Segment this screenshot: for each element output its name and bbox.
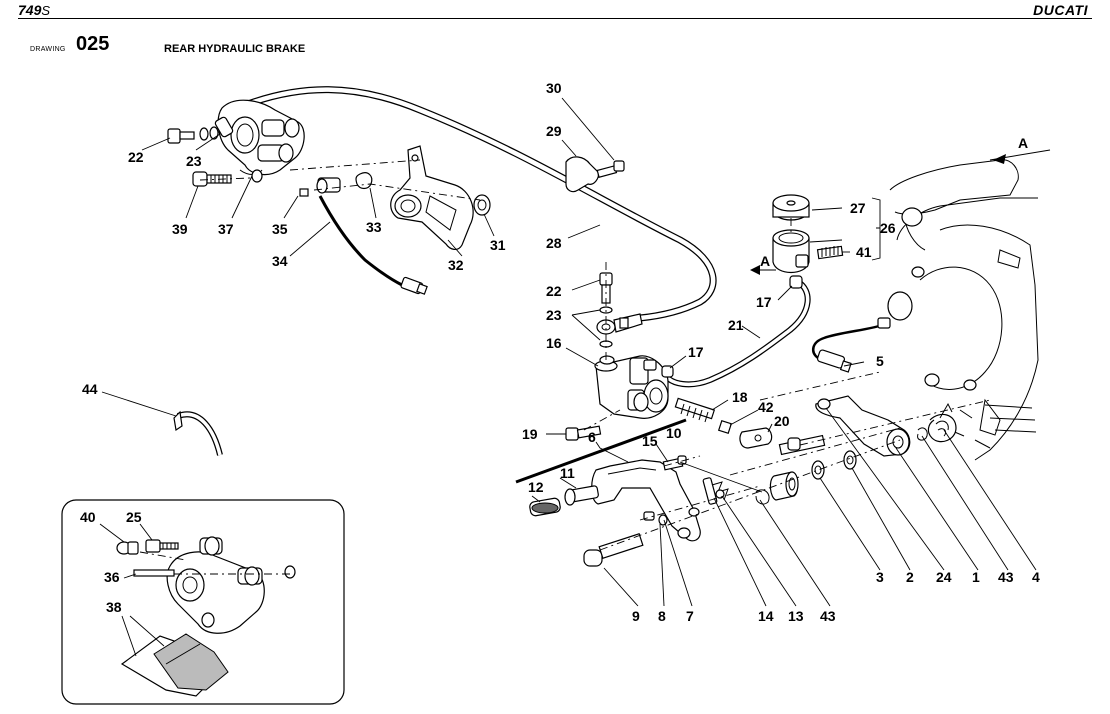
callout-36: 36 xyxy=(104,569,120,585)
master-cylinder xyxy=(594,355,669,419)
callout-29: 29 xyxy=(546,123,562,139)
callout-33: 33 xyxy=(366,219,382,235)
fluid-reservoir xyxy=(772,194,844,274)
callout-43-right: 43 xyxy=(998,569,1014,585)
brand-name: DUCATI xyxy=(1033,2,1088,18)
callout-17-upper: 17 xyxy=(756,294,772,310)
callout-32: 32 xyxy=(448,257,464,273)
view-label-a: A xyxy=(760,253,770,269)
callout-38: 38 xyxy=(106,599,122,615)
callout-19: 19 xyxy=(522,426,538,442)
callout-5: 5 xyxy=(876,353,884,369)
drawing-title: REAR HYDRAULIC BRAKE xyxy=(164,43,306,55)
detail-box xyxy=(61,499,345,705)
center-lines xyxy=(199,159,991,551)
speed-sensor xyxy=(299,177,428,295)
callout-13: 13 xyxy=(788,608,804,624)
callout-41: 41 xyxy=(856,244,872,260)
callout-17-lower: 17 xyxy=(688,344,704,360)
drawing-number: 025 xyxy=(76,33,110,55)
pedal-bracket xyxy=(778,395,957,457)
callout-40: 40 xyxy=(80,509,96,525)
callout-16: 16 xyxy=(546,335,562,351)
callout-1: 1 xyxy=(972,569,980,585)
callout-9: 9 xyxy=(632,608,640,624)
header-rule xyxy=(18,18,1092,19)
callout-21: 21 xyxy=(728,317,744,333)
callout-15: 15 xyxy=(642,433,658,449)
callout-39: 39 xyxy=(172,221,188,237)
model-name: 749S xyxy=(18,2,51,18)
callout-14: 14 xyxy=(758,608,774,624)
callout-27: 27 xyxy=(850,200,866,216)
callout-31: 31 xyxy=(490,237,506,253)
callout-8: 8 xyxy=(658,608,666,624)
drawing-label: DRAWING xyxy=(30,46,66,53)
callout-23-mid: 23 xyxy=(546,307,562,323)
reference-line xyxy=(515,418,687,484)
footpeg xyxy=(529,485,599,517)
callout-35: 35 xyxy=(272,221,288,237)
leader-lines xyxy=(99,97,1037,657)
return-spring xyxy=(702,477,729,505)
callout-12: 12 xyxy=(528,479,544,495)
callout-10: 10 xyxy=(666,425,682,441)
callout-44: 44 xyxy=(82,381,98,397)
callout-3: 3 xyxy=(876,569,884,585)
callout-42: 42 xyxy=(758,399,774,415)
pivot-bolt-small xyxy=(643,511,668,526)
callout-22-top: 22 xyxy=(128,149,144,165)
callout-11: 11 xyxy=(560,465,575,481)
callout-2: 2 xyxy=(906,569,914,585)
callout-37: 37 xyxy=(218,221,234,237)
cable-clip xyxy=(355,172,373,190)
callout-43-lower: 43 xyxy=(820,608,836,624)
callout-26: 26 xyxy=(880,220,896,236)
washer xyxy=(473,194,491,216)
pivot-bushing xyxy=(755,471,799,505)
callout-4: 4 xyxy=(1032,569,1040,585)
pivot-washers xyxy=(811,450,857,480)
callout-6: 6 xyxy=(588,429,596,445)
callout-24: 24 xyxy=(936,569,952,585)
view-label-a-top: A xyxy=(1018,135,1028,151)
hose-clip-2 xyxy=(661,365,674,378)
frame-outline xyxy=(887,159,1039,461)
brake-hose xyxy=(226,86,717,322)
callout-25: 25 xyxy=(126,509,142,525)
banjo-bolt xyxy=(167,116,234,144)
callout-34: 34 xyxy=(272,253,288,269)
switch-sensor xyxy=(811,317,891,373)
brake-pedal xyxy=(591,455,701,542)
hose-clip xyxy=(789,275,803,289)
pivot-bolt xyxy=(583,533,644,567)
callout-30: 30 xyxy=(546,80,562,96)
banjo-bolt-middle xyxy=(596,272,643,348)
callout-20: 20 xyxy=(774,413,790,429)
push-rod xyxy=(674,397,773,449)
callout-labels: 30 29 22 23 39 37 35 33 34 32 31 28 22 2… xyxy=(80,80,1040,624)
hose-clamp xyxy=(565,156,625,193)
view-arrow-a xyxy=(750,149,1051,275)
callout-23-top: 23 xyxy=(186,153,202,169)
callout-28: 28 xyxy=(546,235,562,251)
wire-bracket xyxy=(173,410,223,456)
callout-7: 7 xyxy=(686,608,694,624)
caliper-bracket xyxy=(390,145,474,250)
rear-caliper xyxy=(217,99,305,183)
callout-18: 18 xyxy=(732,389,748,405)
callout-22-mid: 22 xyxy=(546,283,562,299)
